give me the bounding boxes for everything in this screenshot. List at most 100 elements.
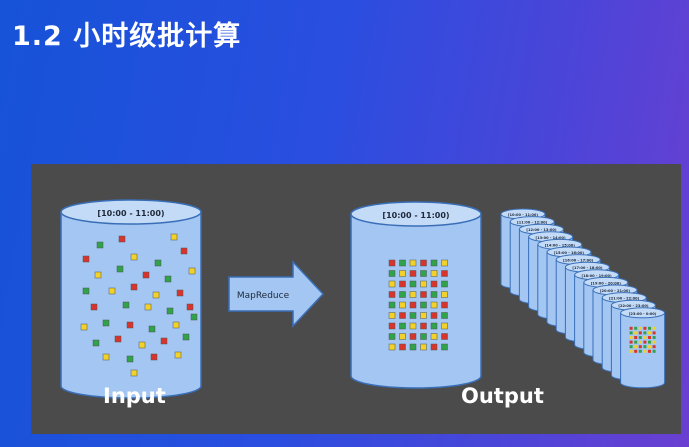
mini-grid-square [643, 349, 647, 353]
grid-square [441, 301, 448, 309]
grid-square [409, 322, 417, 330]
mini-grid-square [638, 345, 642, 349]
output-grid [388, 259, 448, 351]
mini-grid-square [634, 331, 638, 335]
data-square [142, 271, 150, 279]
hourly-range-label: [15:00 - 16:00) [554, 251, 585, 255]
grid-square [420, 322, 427, 330]
data-square [102, 319, 110, 327]
mini-grid-square [629, 340, 633, 344]
input-cylinder-top [60, 199, 202, 225]
grid-square [441, 343, 448, 351]
data-square [152, 291, 160, 299]
data-square [126, 321, 134, 329]
mini-grid-square [634, 349, 638, 353]
hourly-range-label: [22:00 - 23:00) [618, 304, 649, 308]
grid-square [388, 343, 396, 351]
output-cylinder-top [350, 201, 482, 227]
hourly-range-label: [13:00 - 14:00) [536, 236, 567, 240]
data-square [186, 303, 194, 311]
grid-square [430, 301, 438, 309]
data-square [80, 323, 88, 331]
mini-grid-square [638, 331, 642, 335]
mini-grid-square [643, 340, 647, 344]
hourly-range-label: [17:00 - 18:00) [572, 266, 603, 270]
hourly-range-label: [12:00 - 13:00) [526, 228, 557, 232]
mini-grid-square [652, 345, 656, 349]
data-square [182, 333, 190, 341]
input-range-label: [10:00 - 11:00) [97, 209, 164, 218]
mini-grid-square [652, 331, 656, 335]
data-square [130, 283, 138, 291]
data-square [96, 241, 104, 249]
data-square [90, 303, 98, 311]
mini-grid-square [652, 349, 656, 353]
grid-square [441, 322, 448, 330]
arrow-label: MapReduce [237, 291, 290, 301]
hourly-range-label: [21:00 - 22:00) [609, 297, 640, 301]
grid-square [409, 259, 417, 267]
hourly-cylinder-top [620, 307, 666, 319]
data-square [170, 233, 178, 241]
mini-grid-square [629, 326, 633, 330]
grid-square [430, 343, 438, 351]
grid-square [430, 333, 438, 340]
data-square [144, 303, 152, 311]
grid-square [388, 333, 396, 340]
data-square [138, 341, 146, 349]
data-square [160, 337, 168, 345]
mini-grid-square [634, 345, 638, 349]
mini-grid-square [629, 345, 633, 349]
mini-grid-square [643, 331, 647, 335]
hourly-range-label: [23:00 - 0:00) [629, 312, 657, 316]
grid-square [388, 270, 396, 277]
mini-grid-square [634, 326, 638, 330]
grid-square [430, 270, 438, 277]
hourly-range-label: [10:00 - 11:00) [508, 213, 539, 217]
mini-grid-square [638, 326, 642, 330]
grid-square [399, 312, 406, 319]
data-square [102, 353, 110, 361]
data-square [188, 267, 196, 275]
mini-grid-square [638, 340, 642, 344]
grid-square [388, 259, 396, 267]
grid-square [409, 291, 417, 298]
data-square [118, 235, 126, 243]
data-square [92, 339, 100, 347]
grid-square [420, 333, 427, 340]
mini-grid-square [648, 345, 651, 349]
grid-square [388, 301, 396, 309]
mini-grid-square [629, 349, 633, 353]
grid-square [399, 280, 406, 288]
data-square [116, 265, 124, 273]
hourly-cylinder-body [620, 312, 666, 389]
grid-square [399, 343, 406, 351]
grid-square [409, 280, 417, 288]
output-cylinder: [10:00 - 11:00) [350, 201, 482, 389]
mini-grid-square [638, 336, 642, 339]
mini-grid-square [652, 326, 656, 330]
mini-grid-square [648, 340, 651, 344]
data-square [150, 353, 158, 361]
grid-square [420, 280, 427, 288]
grid-square [430, 280, 438, 288]
arrow-shape [228, 260, 325, 328]
grid-square [399, 333, 406, 340]
grid-square [409, 301, 417, 309]
grid-square [388, 291, 396, 298]
grid-square [399, 291, 406, 298]
grid-square [420, 270, 427, 277]
data-square [172, 321, 180, 329]
hourly-range-label: [16:00 - 17:00) [563, 259, 594, 263]
grid-square [399, 270, 406, 277]
mini-grid-square [634, 336, 638, 339]
grid-square [388, 312, 396, 319]
hourly-range-label: [20:00 - 21:00) [600, 289, 631, 293]
grid-square [430, 291, 438, 298]
data-square [130, 369, 138, 377]
grid-square [388, 322, 396, 330]
data-square [180, 247, 188, 255]
input-squares [80, 233, 198, 377]
mini-grid-square [648, 326, 651, 330]
grid-square [409, 312, 417, 319]
